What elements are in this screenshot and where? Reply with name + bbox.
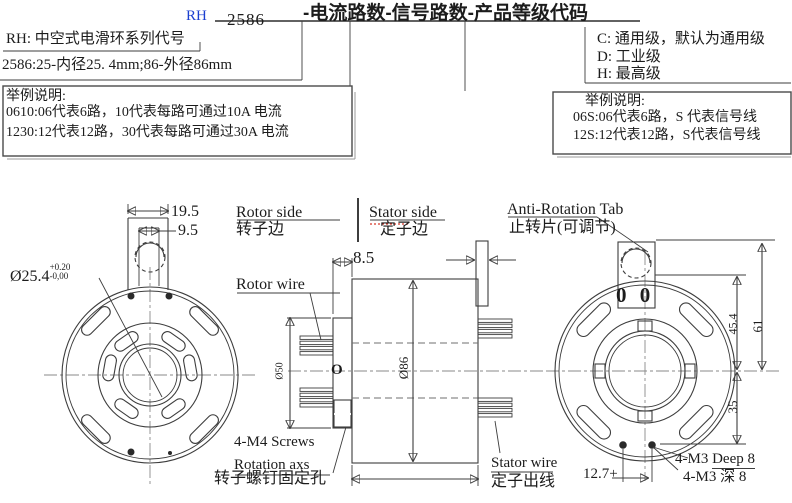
dim-overall-height: 61 <box>749 319 765 333</box>
thread-depth-underlined: Deep 8 <box>712 451 755 469</box>
grade-d: D: 工业级 <box>597 49 661 65</box>
stator-wire-label-en: Stator wire <box>491 455 558 471</box>
thread-label-zh: 4-M3 深 8 <box>683 469 747 485</box>
front-view <box>44 204 257 484</box>
front-tab <box>127 217 169 290</box>
bore-tolerance: +0.20-0,00 <box>49 262 71 281</box>
signal-example-title: 举例说明: <box>585 94 645 109</box>
dim-center-to-holes: 35 <box>724 400 740 414</box>
signal-example-line2: 12S:12代表12路，S代表信号线 <box>573 128 761 143</box>
rear-view <box>508 216 779 482</box>
current-example-title: 举例说明: <box>6 89 66 104</box>
current-example-line2: 1230:12代表12路，30代表每路可通过30A 电流 <box>6 125 289 140</box>
series-note: RH: 中空式电滑环系列代号 <box>6 31 185 47</box>
origin-mark: O <box>331 362 343 378</box>
front-outer-slots <box>81 306 219 444</box>
screws-label-line1: 4-M4 Screws <box>234 434 315 450</box>
screws-label-zh: 转子螺钉固定孔 <box>214 470 327 487</box>
series-prefix: RH <box>186 8 207 24</box>
bore-diameter-value: Ø25.4 <box>10 268 50 285</box>
stator-body <box>351 278 479 464</box>
rotor-side-label-zh: 转子边 <box>236 221 285 238</box>
dim-tab-to-center: 45.4 <box>725 313 740 335</box>
header-connector-lines <box>0 20 792 160</box>
anti-rotation-label-en: Anti-Rotation Tab <box>507 201 624 218</box>
grade-h: H: 最高级 <box>597 66 661 82</box>
front-wire-slots <box>102 331 198 419</box>
stator-wire-label-zh: 定子出线 <box>491 473 556 490</box>
rear-dimension-lines <box>508 216 775 482</box>
screws-label-line2: Rotation axs <box>234 457 310 473</box>
side-view <box>235 198 553 486</box>
rear-screw-holes <box>619 441 656 449</box>
dim-hole-offset: 12.7+ <box>583 466 618 482</box>
side-anti-rotation-tab <box>475 240 489 307</box>
size-note: 2586:25-内径25. 4mm;86-外径86mm <box>2 57 232 73</box>
anti-rotation-label-zh: 止转片(可调节) <box>509 219 616 236</box>
dim-flange-diameter: Ø50 <box>274 362 286 380</box>
signal-example-line1: 06S:06代表6路，S 代表信号线 <box>573 110 757 125</box>
dim-bore: Ø25.4+0.20-0,00 <box>10 263 70 286</box>
stator-side-label-zh: 定子边 <box>380 221 429 238</box>
dim-tab-slot-width: 9.5 <box>178 222 198 239</box>
side-label-leaders <box>235 198 553 476</box>
title-fields: -电流路数-信号路数-产品等级代码 <box>303 3 588 24</box>
rear-outer-slots <box>576 302 714 440</box>
rotor-wire-label: Rotor wire <box>236 276 305 293</box>
front-dimension-lines <box>98 204 176 398</box>
dim-tab-width: 19.5 <box>171 203 199 220</box>
rear-hub <box>592 318 698 424</box>
model-number: 2586 <box>227 10 265 29</box>
rotor-wire-bundles <box>299 335 334 408</box>
rotor-side-label-en: Rotor side <box>236 204 303 221</box>
grade-c: C: 通用级，默认为通用级 <box>597 31 765 47</box>
overlay-mark: 0 0 <box>616 283 655 307</box>
hatched-ring <box>97 322 203 428</box>
dim-flange-thickness: 8.5 <box>353 248 375 267</box>
current-example-line1: 0610:06代表6路，10代表每路可通过10A 电流 <box>6 105 282 120</box>
side-dimension-lines <box>287 258 516 486</box>
front-screw-holes <box>127 292 173 456</box>
thread-label-en: 4-M3 Deep 8 <box>675 451 755 469</box>
stator-side-label-en: Stator side <box>369 204 437 221</box>
dim-outer-diameter: Ø86 <box>395 356 411 380</box>
stator-wire-bundles <box>477 318 513 418</box>
